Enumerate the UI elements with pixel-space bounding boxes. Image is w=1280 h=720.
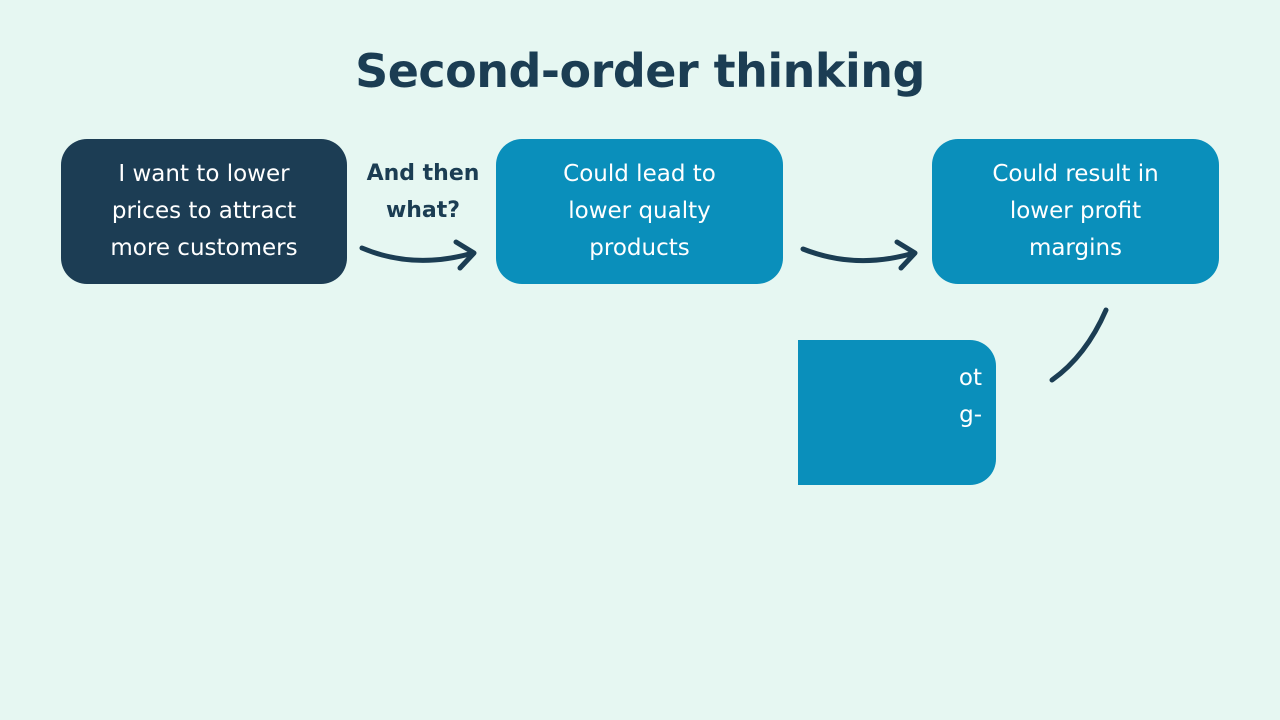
diagram-title: Second-order thinking bbox=[355, 44, 925, 98]
arrow-two bbox=[800, 239, 918, 271]
box-lower-quality: Could lead to lower qualty products bbox=[496, 139, 783, 284]
connector-label: And then what? bbox=[366, 161, 480, 223]
box-lower-margins: Could result in lower profit margins bbox=[932, 139, 1219, 284]
arrow-three-partial bbox=[1049, 307, 1109, 383]
box-partially-revealed: ot g- bbox=[798, 340, 996, 485]
box-partially-revealed-text: ot g- bbox=[958, 365, 982, 428]
box-lower-margins-text: Could result in lower profit margins bbox=[992, 161, 1159, 261]
arrow-one bbox=[359, 239, 477, 271]
box-lower-prices-text: I want to lower prices to attract more c… bbox=[110, 161, 298, 261]
box-lower-prices: I want to lower prices to attract more c… bbox=[61, 139, 347, 284]
box-lower-quality-text: Could lead to lower qualty products bbox=[563, 161, 716, 261]
